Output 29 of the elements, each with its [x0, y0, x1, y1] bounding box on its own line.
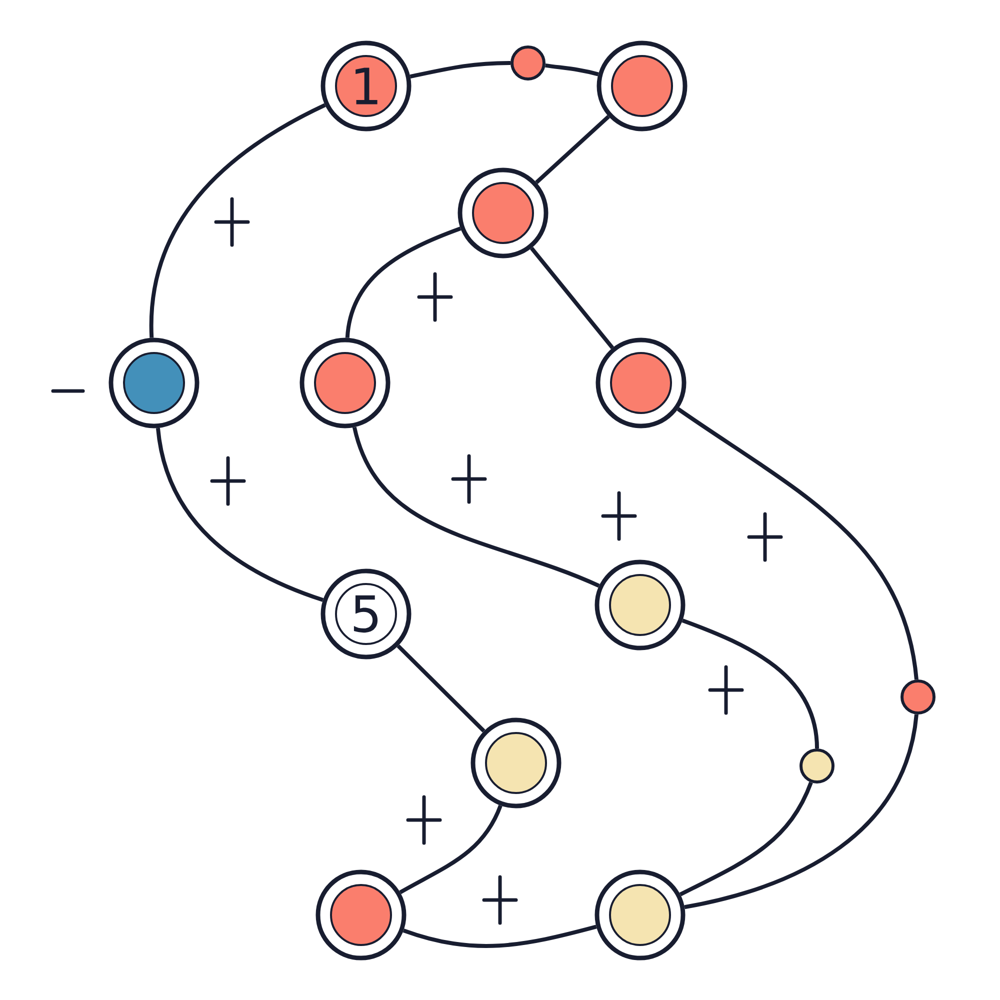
connector-line [679, 782, 813, 896]
connector-line [352, 426, 600, 588]
ring-node [458, 168, 548, 258]
connector-line [150, 103, 326, 338]
connector-line [530, 246, 614, 350]
ring-node [594, 870, 686, 960]
ring-node [594, 560, 686, 650]
ring-node [108, 338, 200, 428]
connector-line [676, 407, 918, 680]
ring-node: 1 [320, 40, 412, 132]
connector-line [345, 226, 462, 338]
ring-node [596, 338, 686, 428]
connector-line [410, 60, 511, 79]
connector-line [684, 714, 918, 910]
connector-line [156, 428, 324, 602]
ring-node [596, 40, 688, 132]
connector-line [399, 804, 502, 894]
dot-node [510, 45, 546, 80]
connector-line [545, 63, 599, 76]
ring-node [316, 870, 406, 960]
dot-node [800, 748, 835, 784]
connector-line [682, 618, 819, 749]
dot-node [900, 680, 936, 714]
connector-line [396, 644, 486, 733]
ring-node [300, 338, 390, 428]
ring-node: 5 [320, 568, 412, 660]
connector-line [535, 115, 610, 184]
connector-line [402, 924, 597, 948]
ring-node [470, 718, 562, 808]
